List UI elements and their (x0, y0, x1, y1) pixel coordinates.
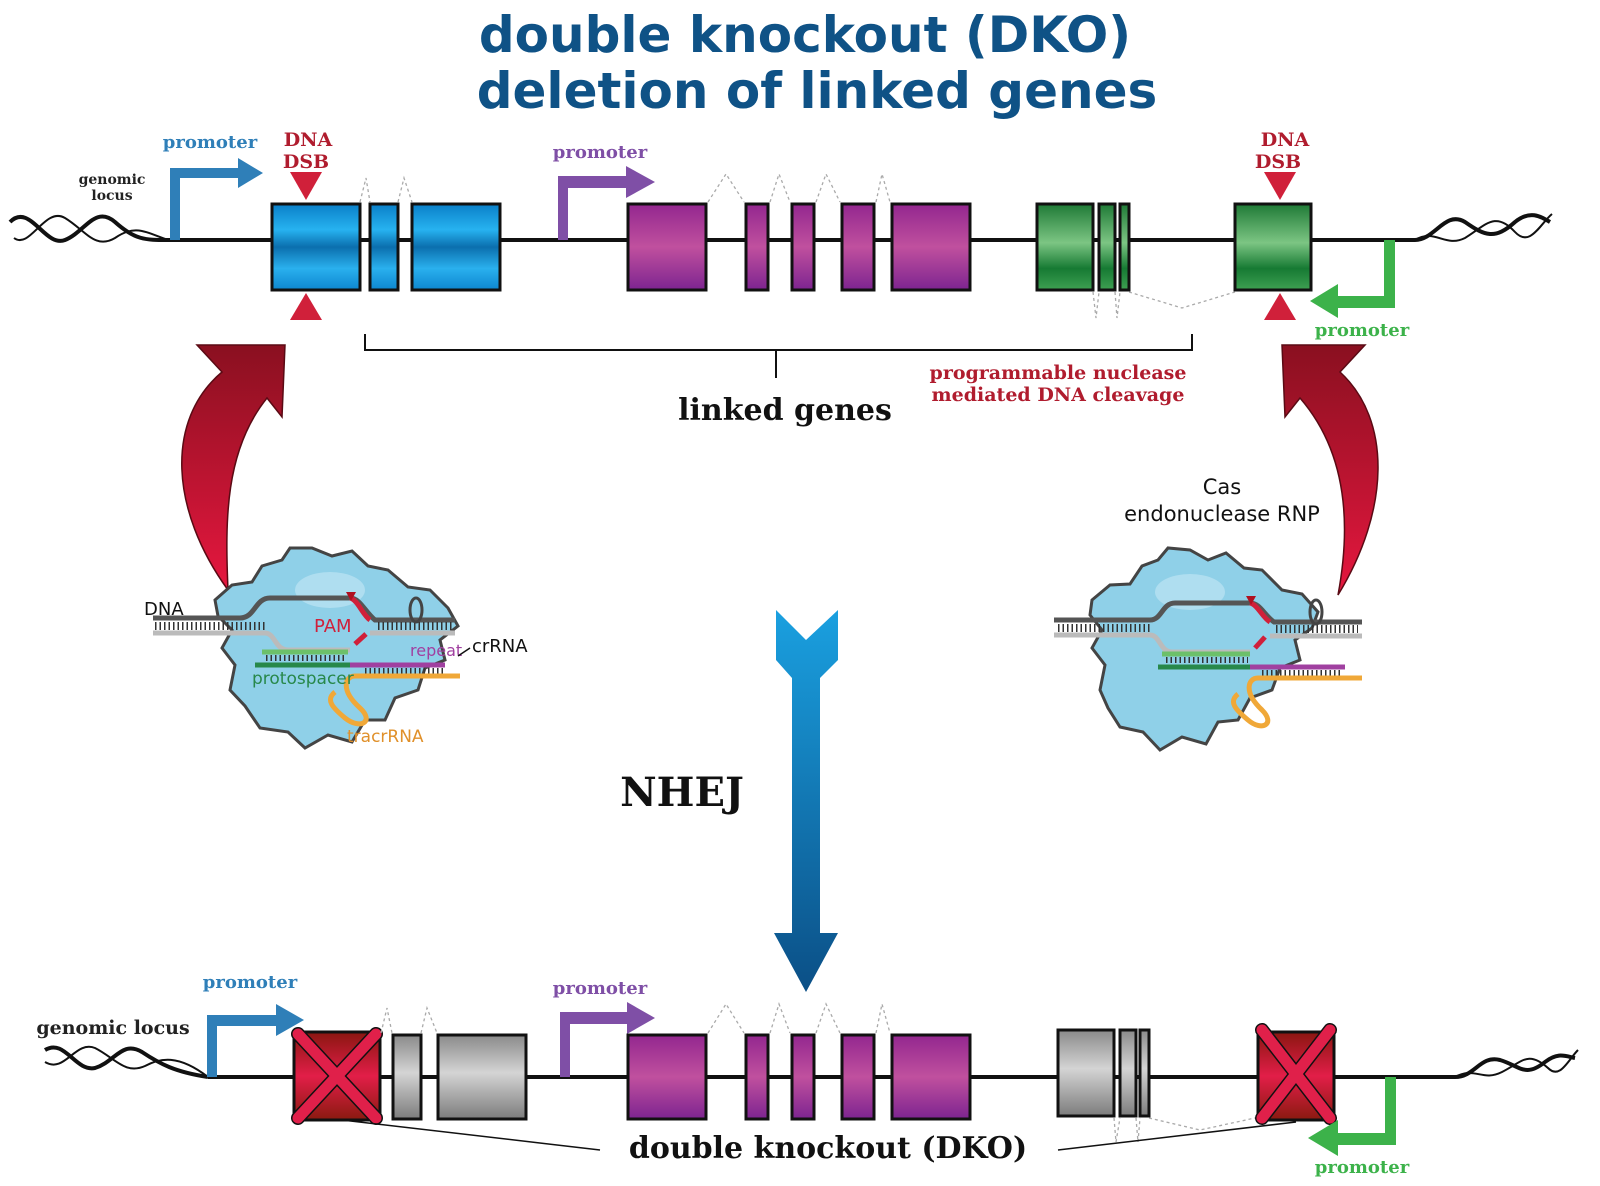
genomic-locus-line2: locus (91, 188, 132, 204)
dna-label: DNA (144, 599, 184, 620)
promoter-arrow-right-icon (1310, 240, 1395, 318)
knockout-exon-left (291, 1027, 383, 1125)
nhej-arrow-icon (774, 610, 838, 992)
cas-rnp-right: Cas endonuclease RNP (1054, 475, 1362, 752)
dsb-marker-right-top-icon (1264, 172, 1296, 200)
title-line1: double knockout (DKO) (479, 6, 1131, 64)
blue-gene (270, 202, 502, 292)
dko-label: double knockout (DKO) (629, 1131, 1027, 1166)
green-exon-1 (1035, 202, 1095, 292)
tracrrna-label: tracrRNA (347, 727, 424, 747)
title-line2: deletion of linked genes (477, 62, 1158, 120)
blue-exon-1 (270, 202, 362, 292)
purple-exon-5 (890, 202, 972, 292)
promoter-arrow-bottom-middle-icon (560, 1002, 655, 1077)
dsb-marker-right-bottom-icon (1264, 293, 1296, 320)
pam-label: PAM (314, 616, 352, 637)
splice-lines-purple (707, 172, 891, 203)
green-exon-2 (1097, 202, 1117, 292)
dsb-marker-left-top-icon (290, 172, 322, 200)
protospacer-label: protospacer (252, 669, 354, 689)
bottom-locus: genomic locus promoter promoter (36, 972, 1579, 1178)
splice-lines-blue (359, 175, 413, 203)
crrna-label: crRNA (472, 636, 528, 657)
dna-helix-right-icon (1414, 213, 1553, 242)
promoter-right-label: promoter (1315, 320, 1410, 341)
linked-genes-bracket (364, 334, 1193, 378)
green-exon-3 (1118, 202, 1131, 292)
dsb-marker-left-bottom-icon (290, 293, 322, 320)
splice-lines-bottom-left (380, 1005, 438, 1034)
top-locus: promoter genomic locus DNA DSB promoter (8, 129, 1553, 428)
cas-label-line1: Cas (1203, 475, 1241, 499)
dko-callout-line-left (341, 1119, 601, 1151)
blue-exon-3 (410, 202, 502, 292)
genomic-locus-line1: genomic (79, 172, 146, 188)
genomic-locus-bottom-label: genomic locus (36, 1017, 189, 1039)
linked-genes-label: linked genes (678, 393, 892, 428)
dna-helix-bottom-right-icon (1454, 1049, 1579, 1079)
promoter-bottom-right-label: promoter (1315, 1157, 1410, 1178)
promoter-arrow-left-icon (170, 158, 263, 240)
promoter-middle-label: promoter (553, 142, 648, 163)
promoter-left-label: promoter (163, 132, 258, 153)
repeat-label: repeat (410, 641, 462, 660)
cas-label-line2: endonuclease RNP (1124, 502, 1320, 526)
grey-gene-right (1056, 1028, 1151, 1118)
dko-callout-line-right (1057, 1121, 1297, 1151)
cleavage-line1: programmable nuclease (930, 362, 1187, 384)
promoter-bottom-middle-label: promoter (553, 978, 648, 999)
purple-gene (626, 202, 972, 292)
cleavage-line2: mediated DNA cleavage (932, 384, 1185, 406)
green-gene (1035, 202, 1313, 292)
splice-lines-green (1092, 291, 1236, 319)
promoter-bottom-left-label: promoter (203, 972, 298, 993)
curved-arrow-left-icon (181, 344, 286, 593)
dsb-left-line2: DSB (283, 151, 329, 173)
green-exon-4 (1233, 202, 1313, 292)
grey-gene-left (391, 1033, 528, 1121)
knockout-exon-right (1255, 1023, 1337, 1125)
promoter-arrow-bottom-left-icon (207, 1004, 304, 1077)
dna-helix-left-icon (8, 214, 169, 243)
blue-exon-2 (368, 202, 400, 292)
splice-lines-bottom-purple (707, 1002, 891, 1034)
curved-arrow-right-icon (1281, 344, 1379, 596)
cas-rnp-left: DNA PAM repeat crRNA protospacer tracrRN… (144, 546, 528, 750)
purple-exon-1 (626, 202, 708, 292)
purple-exon-4 (840, 202, 876, 292)
cas-protein-right-icon (1088, 546, 1320, 752)
purple-gene-bottom (626, 1033, 972, 1121)
dna-helix-bottom-left-icon (43, 1045, 209, 1079)
dsb-left-line1: DNA (284, 129, 333, 151)
splice-lines-bottom-grey (1113, 1117, 1256, 1143)
purple-exon-2 (744, 202, 770, 292)
promoter-arrow-bottom-right-icon (1308, 1077, 1396, 1156)
dsb-right-line1: DNA (1261, 129, 1310, 151)
promoter-arrow-middle-icon (558, 166, 655, 240)
nhej-label: NHEJ (620, 769, 744, 816)
dsb-right-line2: DSB (1255, 151, 1301, 173)
purple-exon-3 (790, 202, 816, 292)
